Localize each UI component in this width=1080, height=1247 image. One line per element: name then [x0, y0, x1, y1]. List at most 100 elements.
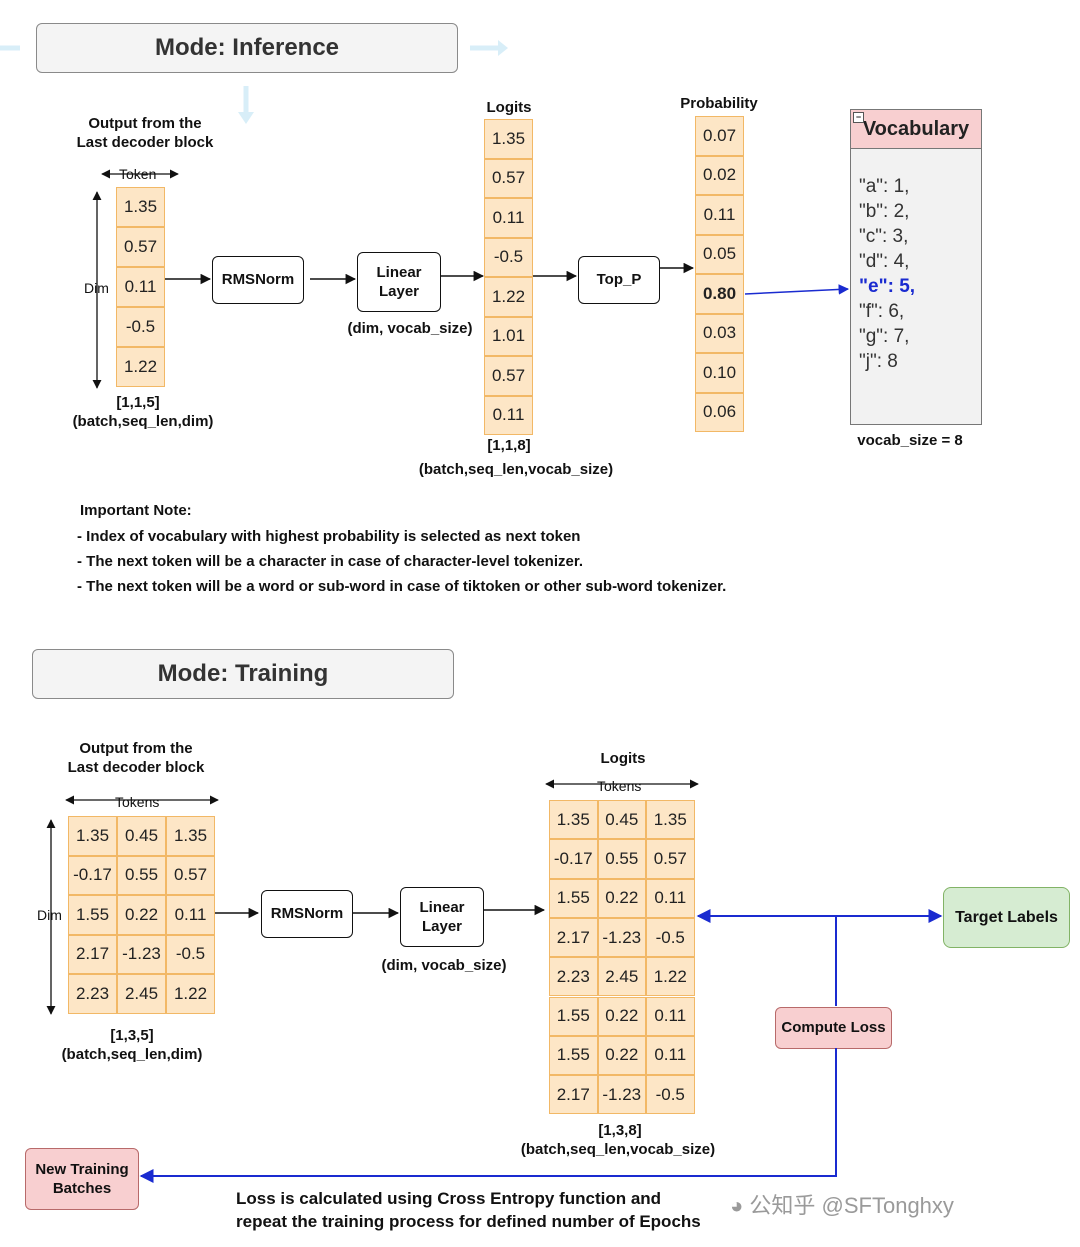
training-logit-cell: 0.22 [597, 1035, 646, 1076]
vocabulary-title: Vocabulary [862, 117, 970, 140]
inference-logit-cell: 1.22 [484, 277, 533, 317]
inference-linear-shape: (dim, vocab_size) [347, 320, 473, 337]
training-linear-label-line1: Linear [419, 898, 465, 916]
inference-logit-cell: -0.5 [484, 237, 533, 277]
inference-output-label-line1: Output from the [88, 115, 202, 132]
training-logit-cell: -0.5 [646, 1075, 695, 1115]
training-logit-cell: 1.55 [549, 996, 598, 1036]
training-logit-cell: 0.45 [597, 800, 646, 840]
inference-logit-cell: 0.57 [484, 356, 533, 396]
training-input-cell: 0.57 [166, 855, 215, 895]
training-input-shape-desc: (batch,seq_len,dim) [61, 1046, 203, 1063]
vocabulary-entry: "b": 2, [859, 201, 910, 222]
vocabulary-entry: "d": 4, [859, 251, 910, 272]
training-input-cell: 2.23 [68, 974, 117, 1014]
collapse-icon[interactable]: − [853, 112, 864, 123]
inference-probability-cell: 0.02 [695, 155, 744, 195]
training-logit-cell: 1.55 [549, 1035, 598, 1076]
training-input-cell: 0.22 [117, 895, 166, 935]
compute-loss-box: Compute Loss [775, 1007, 892, 1049]
training-logit-cell: 2.45 [597, 957, 646, 997]
training-input-cell: 1.35 [166, 816, 215, 856]
loss-note-line2: repeat the training process for defined … [236, 1212, 701, 1231]
inference-logit-cell: 1.35 [484, 119, 533, 159]
inference-linear-label-line1: Linear [376, 263, 422, 281]
training-logit-cell: 0.11 [646, 1035, 695, 1076]
training-input-cell: 1.22 [166, 974, 215, 1014]
vocabulary-entry: "j": 8 [859, 351, 898, 372]
notes-line-3: - The next token will be a word or sub-w… [77, 578, 727, 595]
inference-input-cell: 1.22 [116, 347, 165, 387]
training-input-cell: -0.17 [68, 855, 117, 895]
inference-input-shape: [1,1,5] [116, 394, 160, 411]
vocabulary-panel: − Vocabulary "a": 1, "b": 2, "c": 3, "d": 4… [850, 109, 982, 425]
new-batches-line2: Batches [52, 1180, 112, 1197]
training-linear-shape: (dim, vocab_size) [381, 957, 507, 974]
training-logit-cell: 2.17 [549, 1075, 598, 1115]
training-logit-cell: -0.17 [549, 839, 598, 879]
training-logits-shape-desc: (batch,seq_len,vocab_size) [520, 1141, 716, 1158]
inference-logits-shape-desc: (batch,seq_len,vocab_size) [418, 461, 614, 478]
training-logit-cell: 2.17 [549, 917, 598, 958]
vocabulary-entry: "g": 7, [859, 326, 910, 347]
decor-arrow-down-head [238, 112, 254, 124]
training-output-label-line1: Output from the [79, 740, 193, 757]
inference-probability-title: Probability [680, 95, 758, 112]
inference-logits-title: Logits [486, 99, 532, 116]
wechat-icon: ◕ [730, 1193, 744, 1218]
training-input-shape: [1,3,5] [110, 1027, 154, 1044]
training-linear-label-line2: Layer [421, 918, 462, 935]
vocabulary-header: − Vocabulary [851, 110, 981, 149]
inference-mode-header: Mode: Inference [36, 23, 458, 73]
inference-input-cell: -0.5 [116, 307, 165, 347]
inference-output-label-line2: Last decoder block [76, 134, 214, 151]
inference-input-cell: 1.35 [116, 187, 165, 227]
inference-logit-cell: 0.11 [484, 395, 533, 435]
training-logit-cell: 0.11 [646, 878, 695, 918]
training-input-cell: -0.5 [166, 934, 215, 974]
vocabulary-entry: "a": 1, [859, 176, 910, 197]
training-logit-cell: 0.57 [646, 839, 695, 879]
watermark-text: 公知乎 @SFTonghxy [749, 1193, 954, 1218]
vocab-size-label: vocab_size = 8 [857, 432, 963, 449]
training-mode-header: Mode: Training [32, 649, 454, 699]
training-input-cell: 0.45 [117, 816, 166, 856]
new-batches-line1: New Training [35, 1160, 129, 1178]
inference-top-p-box: Top_P [578, 256, 660, 304]
training-input-cell: 0.55 [117, 855, 166, 895]
training-logit-cell: 0.55 [597, 839, 646, 879]
inference-input-cell: 0.57 [116, 227, 165, 267]
arrow-loss-to-new-batches [139, 1048, 837, 1183]
training-logit-cell: 0.22 [597, 996, 646, 1036]
training-input-cell: 2.17 [68, 934, 117, 974]
vocabulary-entry: "e": 5, [859, 276, 916, 297]
inference-logit-cell: 1.01 [484, 316, 533, 356]
arrow-max-prob-to-vocab [744, 284, 850, 295]
vocabulary-entry: "c": 3, [859, 226, 909, 247]
training-logits-title: Logits [600, 750, 646, 767]
inference-probability-cell: 0.03 [695, 313, 744, 353]
inference-linear-label-line2: Layer [378, 283, 419, 300]
training-rmsnorm-box: RMSNorm [261, 890, 353, 938]
training-logit-cell: 0.22 [597, 878, 646, 918]
vocabulary-entry: "f": 6, [859, 301, 905, 322]
training-output-label-line2: Last decoder block [67, 759, 205, 776]
inference-probability-cell: 0.07 [695, 116, 744, 156]
notes-title: Important Note: [80, 502, 192, 519]
training-logit-cell: 2.23 [549, 957, 598, 997]
training-input-cell: -1.23 [117, 934, 166, 974]
inference-rmsnorm-box: RMSNorm [212, 256, 304, 304]
inference-probability-cell: 0.05 [695, 234, 744, 274]
training-logit-cell: -1.23 [597, 1075, 646, 1115]
inference-probability-cell: 0.10 [695, 353, 744, 393]
inference-probability-cell: 0.06 [695, 392, 744, 432]
notes-line-2: - The next token will be a character in … [77, 553, 584, 570]
notes-line-1: - Index of vocabulary with highest proba… [77, 528, 581, 545]
training-input-cell: 2.45 [117, 974, 166, 1014]
training-logit-cell: 0.11 [646, 996, 695, 1036]
inference-input-shape-desc: (batch,seq_len,dim) [72, 413, 214, 430]
